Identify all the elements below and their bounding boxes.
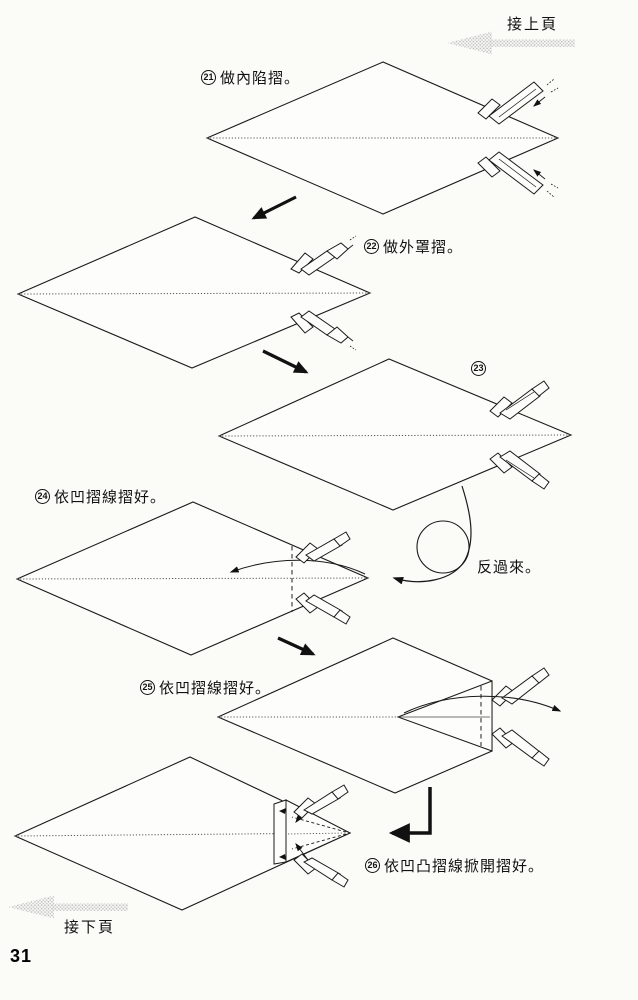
turn-over-arrow-icon bbox=[392, 485, 472, 585]
step-21-number-badge: 21 bbox=[201, 70, 216, 85]
transition-arrow-3 bbox=[277, 636, 316, 656]
step-26-caption: 依凹凸摺線掀開摺好。 bbox=[384, 858, 545, 875]
step-22-caption: 做外罩摺。 bbox=[383, 239, 464, 256]
step-25-figure bbox=[216, 637, 562, 794]
turn-over-label: 反過來。 bbox=[477, 559, 542, 576]
step-22-label: 22 做外罩摺。 bbox=[364, 236, 463, 257]
prev-page-label: 接上頁 bbox=[507, 16, 559, 33]
step-24-label: 24 依凹摺線摺好。 bbox=[35, 486, 166, 507]
step-26-figure bbox=[13, 756, 352, 911]
step-22-figure bbox=[16, 216, 372, 369]
step-22-number-badge: 22 bbox=[364, 239, 379, 254]
step-21-caption: 做內陷摺。 bbox=[220, 70, 301, 87]
step-24-number-badge: 24 bbox=[35, 489, 50, 504]
step-21-label: 21 做內陷摺。 bbox=[201, 67, 300, 88]
step-24-caption: 依凹摺線摺好。 bbox=[54, 489, 167, 506]
step-23-figure bbox=[217, 358, 573, 511]
step-25-number-badge: 25 bbox=[140, 680, 155, 695]
step-23-label: 23 bbox=[471, 361, 490, 376]
next-page-arrow-icon bbox=[8, 895, 128, 919]
transition-arrow-2 bbox=[262, 349, 309, 374]
step-23-number-badge: 23 bbox=[471, 361, 486, 376]
prev-page-arrow-icon bbox=[447, 31, 575, 55]
next-page-label: 接下頁 bbox=[64, 919, 116, 936]
step-21-figure bbox=[205, 61, 560, 215]
step-24-figure bbox=[15, 501, 370, 656]
step-25-label: 25 依凹摺線摺好。 bbox=[140, 677, 271, 698]
step-26-number-badge: 26 bbox=[365, 858, 380, 873]
transition-arrow-1 bbox=[251, 195, 297, 220]
page-number: 31 bbox=[10, 946, 33, 966]
transition-arrow-4 bbox=[388, 787, 432, 843]
step-26-label: 26 依凹凸摺線掀開摺好。 bbox=[365, 855, 544, 876]
step-25-caption: 依凹摺線摺好。 bbox=[159, 680, 272, 697]
